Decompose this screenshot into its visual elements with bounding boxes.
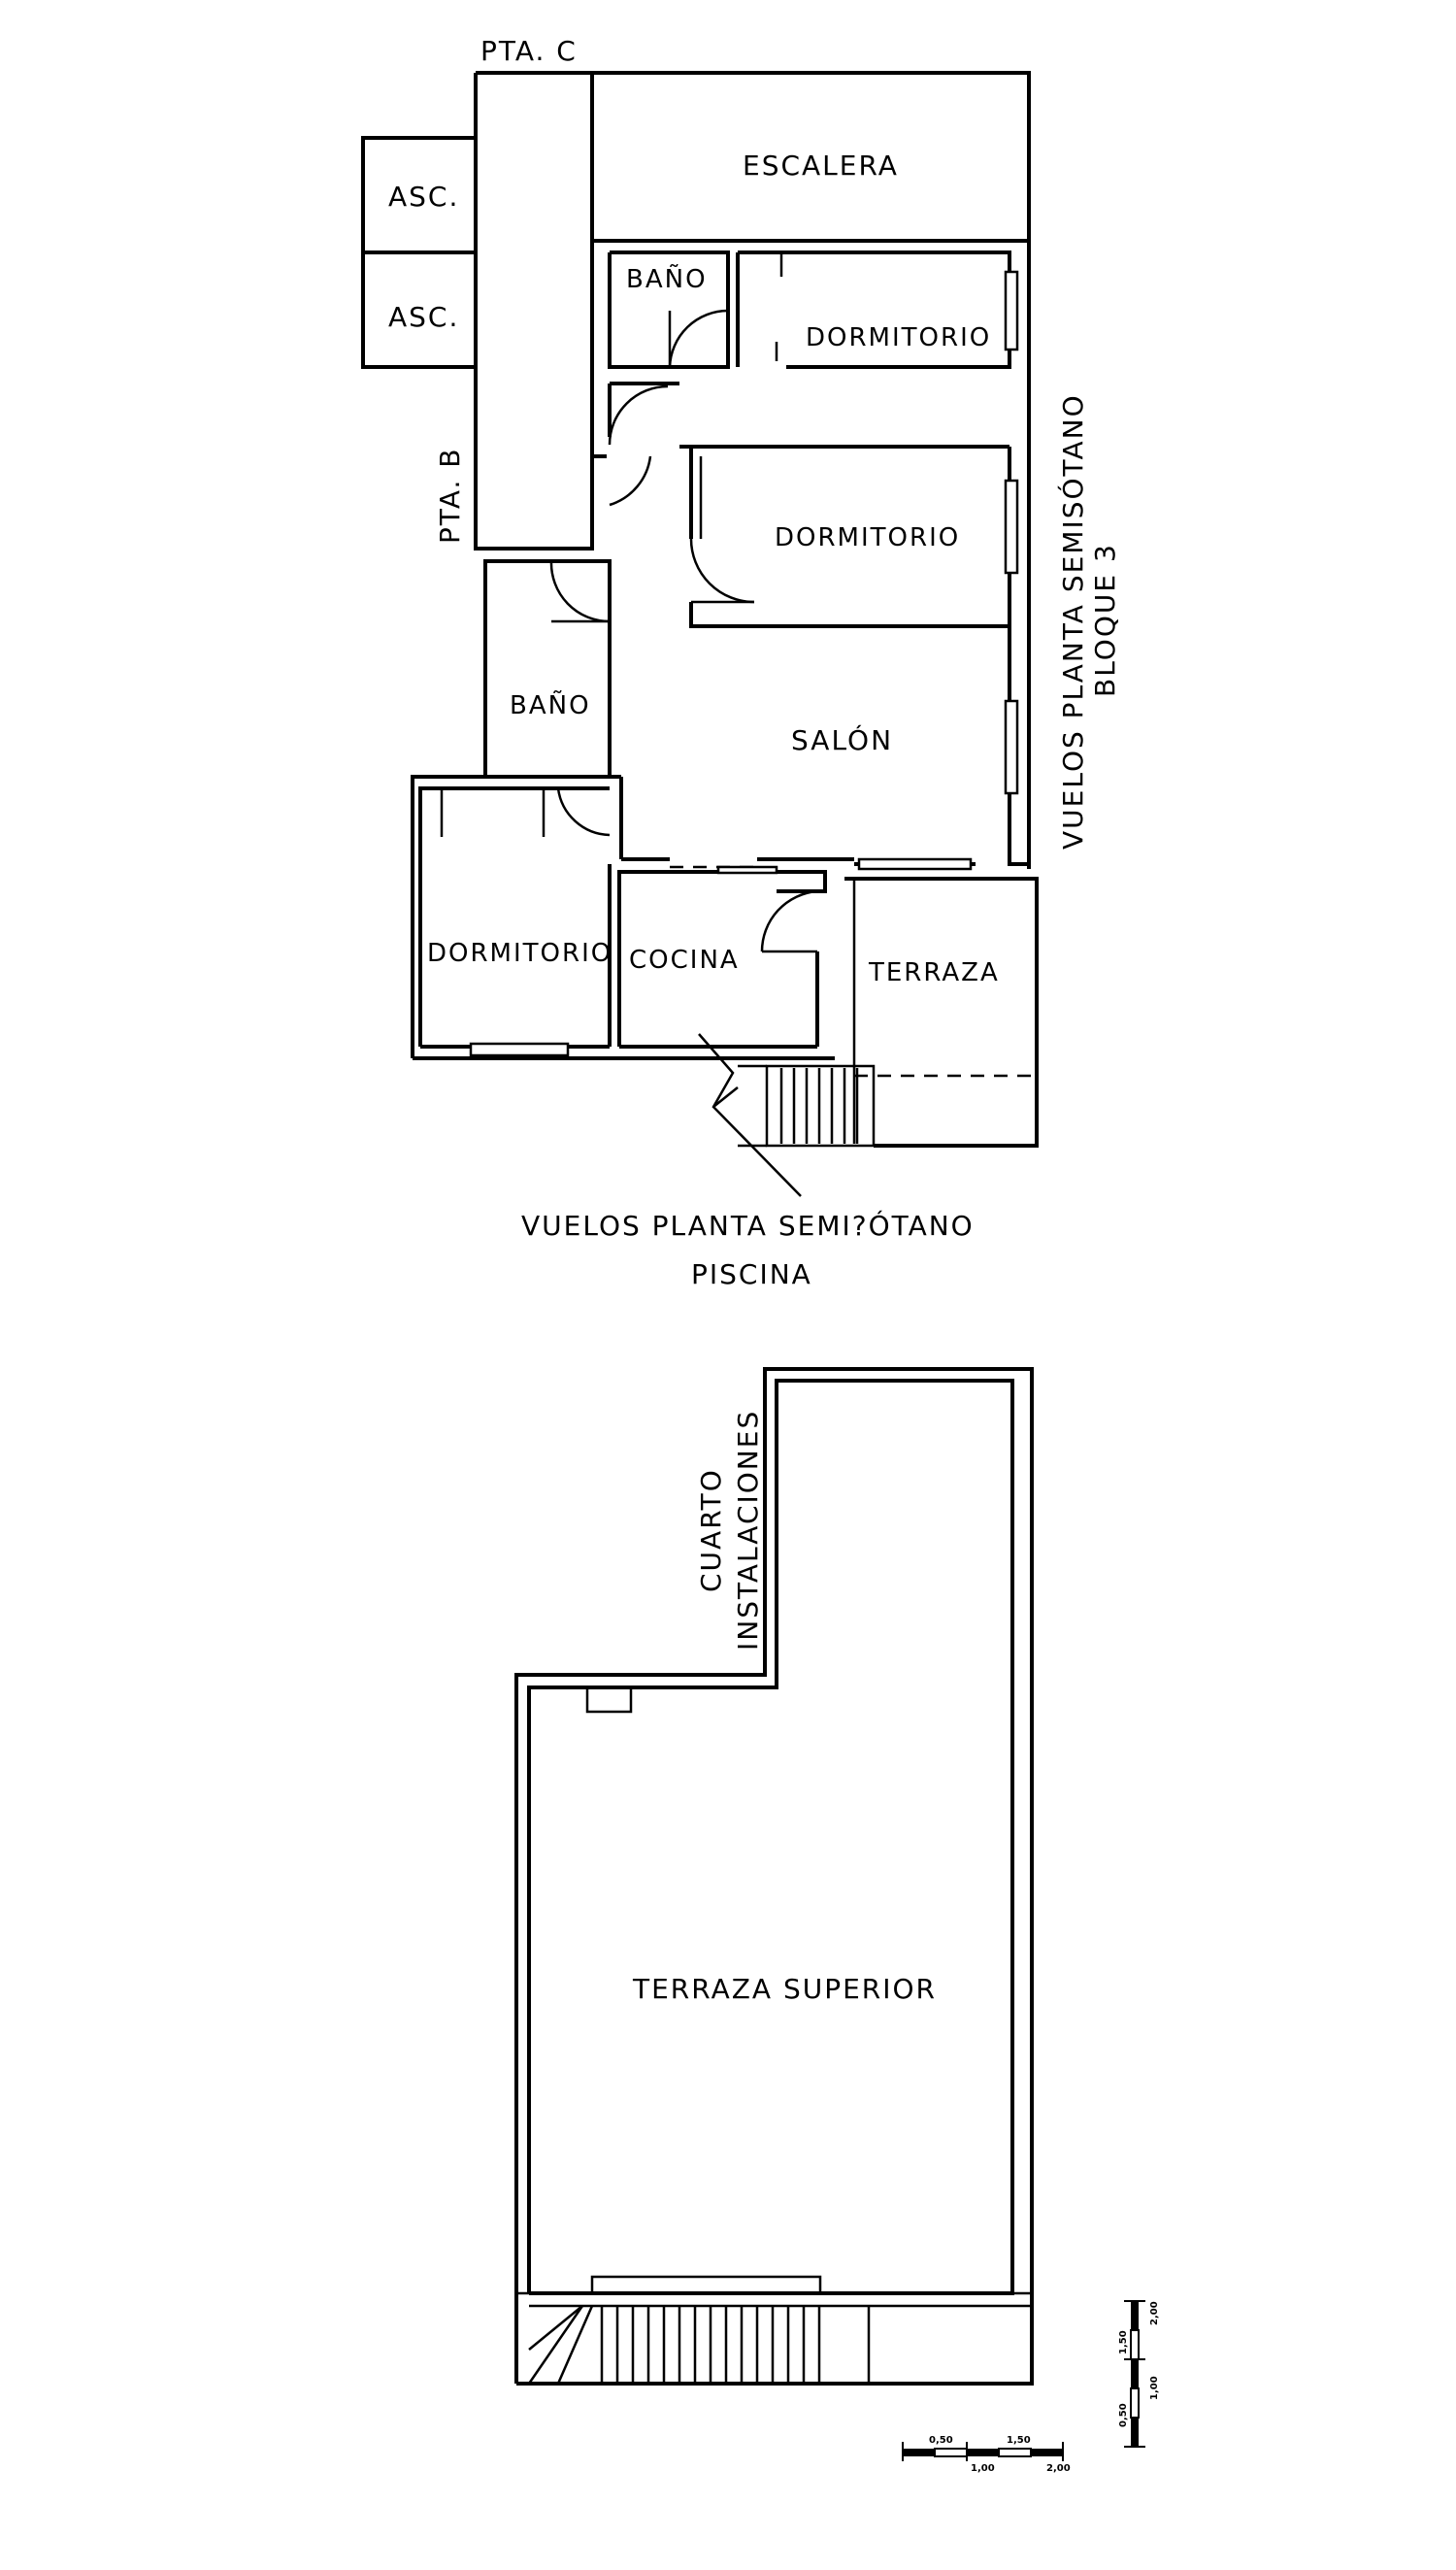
scale-label-h-1: 0,50: [929, 2435, 953, 2446]
scale-label-v-4: 0,50: [1118, 2403, 1129, 2427]
label-cocina: COCINA: [629, 946, 740, 975]
label-vuelos-bottom: VUELOS PLANTA SEMI?ÓTANO: [521, 1209, 975, 1242]
upper-terrace-plan: CUARTO INSTALACIONES TERRAZA SUPERIOR: [514, 1367, 1034, 2386]
scale-label-v-1: 2,00: [1149, 2301, 1160, 2325]
windows: [469, 270, 1019, 1057]
terrace-inner-wall: [527, 1379, 1014, 2295]
corridor-walls: [474, 73, 594, 551]
label-salon: SALÓN: [791, 723, 893, 756]
label-dormitorio-top: DORMITORIO: [806, 323, 991, 352]
label-pta-c: PTA. C: [480, 35, 578, 67]
terrace-outer-wall: [514, 1367, 1034, 2386]
label-bano-left: BAÑO: [510, 689, 591, 720]
chimney-box: [585, 1687, 633, 1714]
scale-label-h-3: 1,00: [971, 2463, 995, 2474]
bottom-stairs: [738, 1064, 876, 1148]
label-asc-2: ASC.: [388, 301, 459, 333]
top-bath-room: [608, 250, 730, 369]
scale-label-v-2: 1,50: [1118, 2330, 1129, 2354]
label-terraza: TERRAZA: [868, 958, 1000, 987]
label-instalaciones: INSTALACIONES: [732, 1410, 764, 1651]
label-terraza-superior: TERRAZA SUPERIOR: [632, 1973, 937, 2005]
scale-bar-horizontal: 0,50 1,50 1,00 2,00: [902, 2435, 1071, 2474]
label-bano-top: BAÑO: [626, 263, 708, 294]
lower-bedroom-room: [411, 775, 621, 1058]
label-pta-b: PTA. B: [434, 448, 466, 545]
left-bath-room: [483, 559, 612, 779]
hall-left-wall: [590, 241, 607, 458]
stair-room: [590, 71, 1031, 243]
label-piscina: PISCINA: [691, 1258, 812, 1290]
terraza-room: [844, 877, 1039, 1148]
scale-label-h-4: 2,00: [1046, 2463, 1071, 2474]
terrace-stairs: [516, 2275, 1032, 2385]
label-cuarto: CUARTO: [695, 1468, 727, 1592]
elevator-2: [361, 250, 478, 369]
label-bloque-3: BLOQUE 3: [1089, 543, 1121, 697]
label-dormitorio-mid: DORMITORIO: [775, 523, 960, 552]
scale-label-h-2: 1,50: [1007, 2435, 1031, 2446]
scale-bar-vertical: 2,00 1,50 1,00 0,50: [1118, 2300, 1160, 2448]
pointer-line-vuelos: [698, 1033, 802, 1197]
label-escalera: ESCALERA: [743, 150, 899, 182]
upper-floor-plan: PTA. C ESCALERA ASC. ASC. PTA. B BAÑO DO…: [361, 35, 1121, 1290]
door-swings: [549, 309, 818, 953]
label-asc-1: ASC.: [388, 181, 459, 213]
label-dormitorio-low: DORMITORIO: [427, 939, 612, 968]
label-vuelos-right: VUELOS PLANTA SEMISÓTANO: [1056, 393, 1089, 850]
scale-label-v-3: 1,00: [1149, 2376, 1160, 2400]
